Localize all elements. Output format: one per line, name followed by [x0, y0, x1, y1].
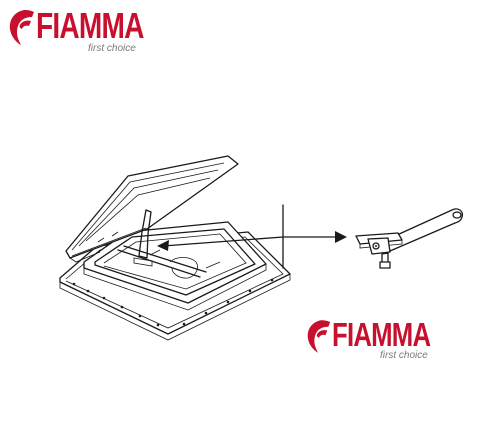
callout-pointer — [157, 204, 347, 269]
flange-screw-holes — [72, 242, 274, 327]
fiamma-logo-top: FIAMMA first choice — [8, 8, 174, 54]
logo-tagline-text: first choice — [88, 43, 136, 54]
vent-crossbar — [117, 245, 207, 278]
fiamma-flame-icon — [307, 320, 331, 353]
logo-tagline-text: first choice — [380, 350, 428, 361]
roof-vent-illustration — [59, 155, 291, 341]
logo-brand-text: FIAMMA — [36, 5, 144, 46]
vent-support-arm — [138, 209, 152, 259]
arrow-icon — [335, 231, 347, 243]
fiamma-flame-icon — [9, 10, 34, 45]
arm-rod — [385, 208, 464, 252]
support-arm-illustration — [355, 208, 464, 269]
arrow-icon — [157, 240, 169, 251]
logo-brand-text: FIAMMA — [332, 316, 431, 353]
fiamma-logo-bottom: FIAMMA first choice — [306, 318, 458, 361]
callout-line-to-vent — [162, 236, 284, 247]
